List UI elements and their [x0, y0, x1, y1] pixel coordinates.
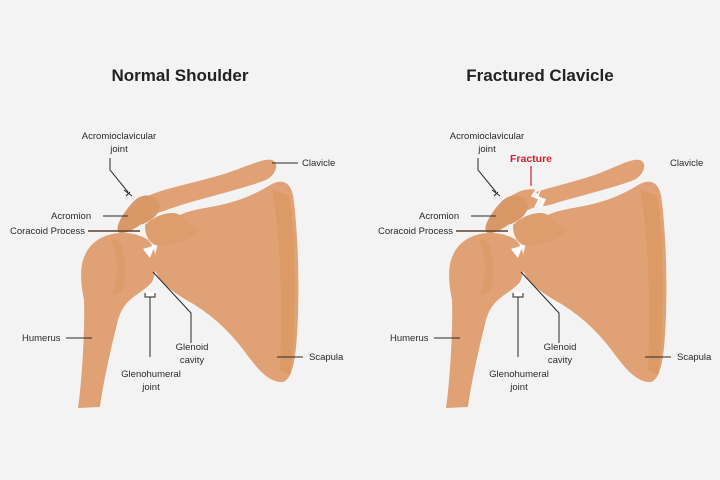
ac-joint-label: Acromioclavicular joint: [70, 130, 168, 156]
glenohumeral-leader: [512, 293, 524, 357]
normal-shoulder-illustration: [66, 158, 303, 408]
humerus-bone: [78, 232, 156, 408]
ac-joint-label: Acromioclavicular joint: [438, 130, 536, 156]
glenoid-cavity-label-line1: Glenoid: [543, 342, 577, 353]
humerus-label: Humerus: [390, 333, 429, 344]
glenohumeral-joint-label-line2: joint: [510, 382, 528, 393]
glenohumeral-joint-label: Glenohumeral joint: [116, 368, 186, 394]
glenohumeral-joint-label: Glenohumeral joint: [484, 368, 554, 394]
glenohumeral-leader: [144, 293, 156, 357]
ac-joint-leader: [477, 158, 497, 193]
normal-shoulder-panel: Normal Shoulder Acromiocla: [10, 66, 344, 408]
panel-title: Normal Shoulder: [111, 66, 249, 85]
glenoid-leader: [520, 271, 560, 343]
scapula-label: Scapula: [309, 352, 344, 363]
glenoid-cavity-label-line2: cavity: [179, 355, 205, 366]
glenohumeral-joint-label-line1: Glenohumeral: [489, 369, 549, 380]
acromion-label: Acromion: [51, 211, 92, 222]
clavicle-label: Clavicle: [302, 158, 336, 169]
panel-title: Fractured Clavicle: [466, 66, 614, 85]
fracture-line: [531, 189, 545, 208]
coracoid-process-label: Coracoid Process: [378, 226, 453, 237]
fractured-clavicle-illustration: [434, 158, 671, 408]
acromion-bone: [485, 195, 528, 234]
fracture-label: Fracture: [510, 153, 553, 165]
ac-joint-label-line1: Acromioclavicular: [81, 131, 157, 142]
glenoid-leader: [152, 271, 192, 343]
coracoid-process-label: Coracoid Process: [10, 226, 85, 237]
ac-joint-label-line2: joint: [110, 144, 128, 155]
acromion-bone: [117, 195, 160, 234]
glenoid-cavity-label-line2: cavity: [547, 355, 573, 366]
glenoid-cavity-label: Glenoid cavity: [170, 341, 214, 367]
ac-joint-label-line2: joint: [478, 144, 496, 155]
coracoid-bone: [145, 213, 200, 246]
glenoid-cavity-label: Glenoid cavity: [538, 341, 582, 367]
clavicle-bone: [140, 159, 277, 215]
ac-joint-leader: [109, 158, 129, 193]
scapula-label: Scapula: [677, 352, 712, 363]
coracoid-bone: [513, 213, 568, 246]
acromion-label: Acromion: [419, 211, 460, 222]
fractured-clavicle-panel: Fractured Clavicle Acro: [360, 0, 720, 480]
glenohumeral-joint-label-line1: Glenohumeral: [121, 369, 181, 380]
glenoid-cavity-label-line1: Glenoid: [175, 342, 209, 353]
clavicle-medial-fragment: [536, 159, 645, 206]
ac-joint-label-line1: Acromioclavicular: [449, 131, 525, 142]
glenohumeral-joint-label-line2: joint: [142, 382, 160, 393]
clavicle-label: Clavicle: [670, 158, 704, 169]
humerus-label: Humerus: [22, 333, 61, 344]
humerus-bone: [446, 232, 524, 408]
